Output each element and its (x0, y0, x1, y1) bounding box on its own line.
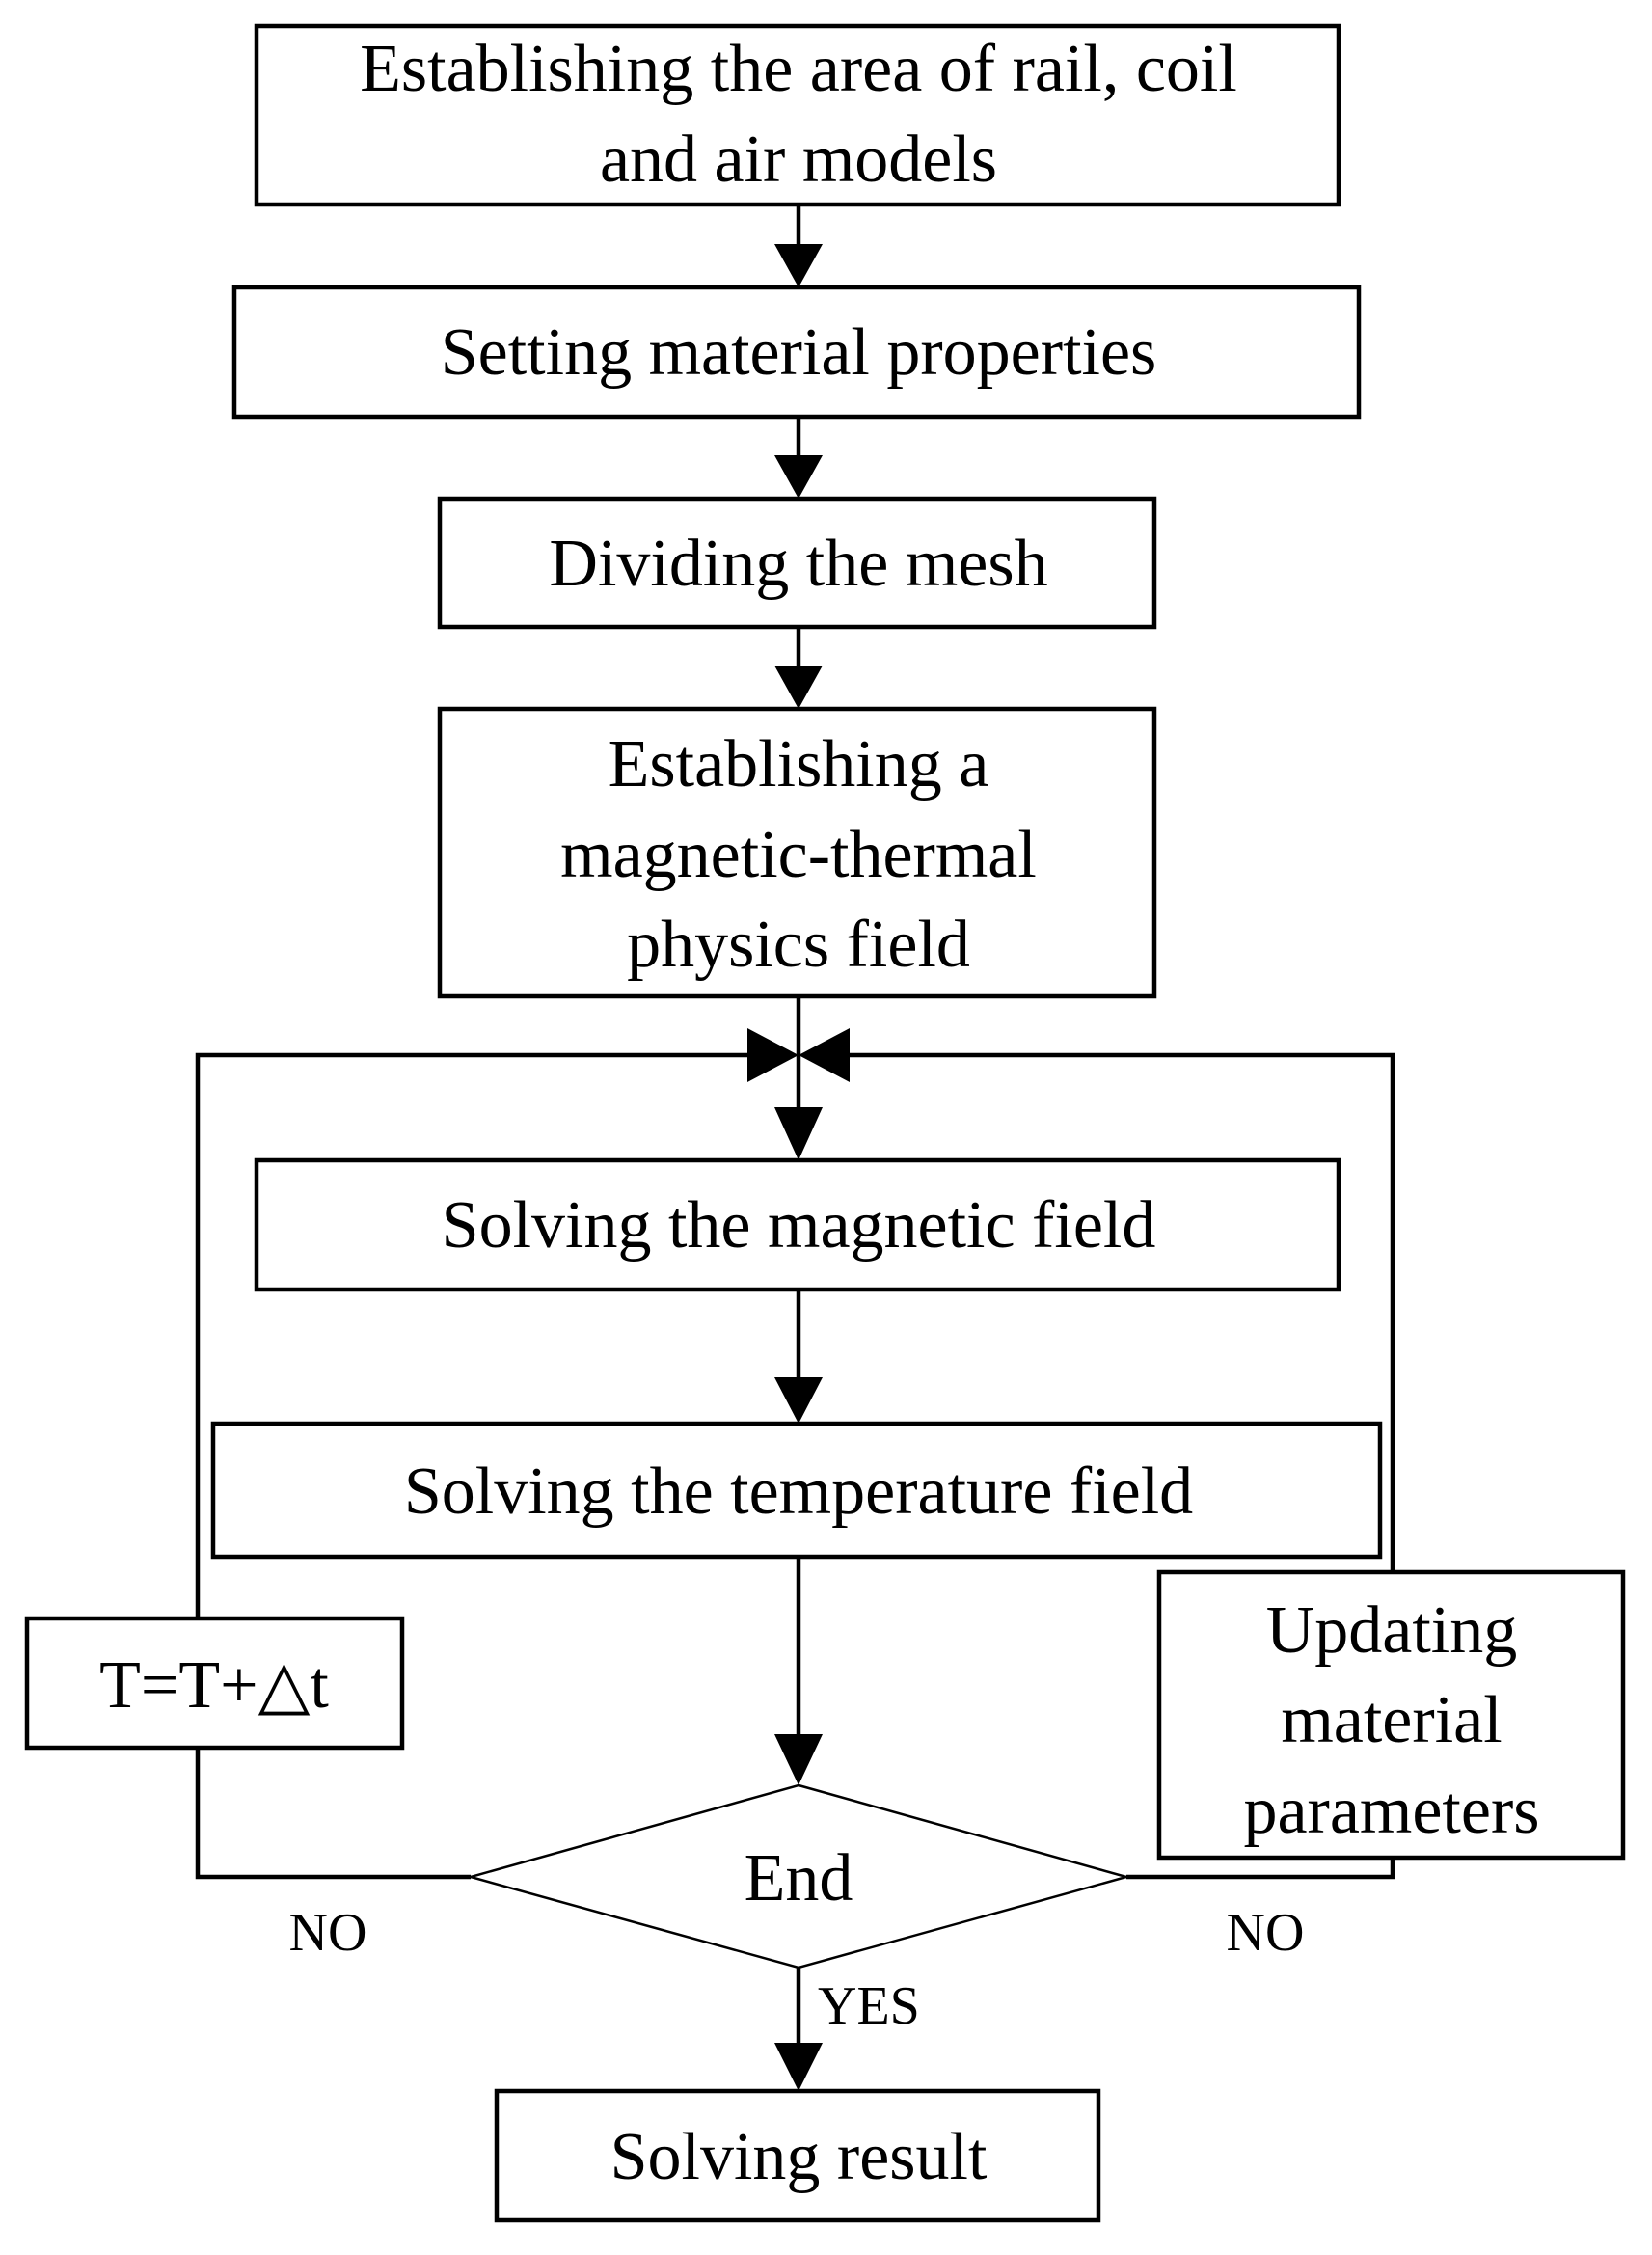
update-parameters-line-1: Updating (1266, 1593, 1518, 1668)
arrowhead-2 (774, 455, 823, 499)
update-parameters: Updating material parameters (1156, 1569, 1626, 1861)
update-parameters-box (1156, 1569, 1626, 1861)
decision-diamond (466, 1783, 1131, 1970)
step-physics-field-line-1: Establishing a (609, 727, 989, 801)
arrowheads (747, 244, 850, 2091)
time-increment-label: T=T+△t (99, 1648, 329, 1723)
time-increment-box (24, 1616, 405, 1751)
step-physics-field: Establishing a magnetic-thermal physics … (437, 706, 1157, 999)
decision-end: End (466, 1783, 1131, 1970)
step-physics-field-box (437, 706, 1157, 999)
left-loop-line (195, 1052, 747, 1880)
arrowhead-right-loop (799, 1028, 850, 1082)
step-solve-temperature: Solving the temperature field (210, 1421, 1383, 1560)
step-solve-temperature-label: Solving the temperature field (404, 1454, 1193, 1529)
step-dividing-mesh-label: Dividing the mesh (549, 527, 1047, 601)
step-establish-models: Establishing the area of rail, coil and … (254, 23, 1341, 207)
step-solve-temperature-box (210, 1421, 1383, 1560)
decision-label: End (745, 1841, 853, 1915)
arrowhead-5 (774, 1377, 823, 1424)
step-establish-models-line-1: Establishing the area of rail, coil (360, 32, 1237, 106)
yes-label: YES (818, 1976, 920, 2036)
update-parameters-line-3: parameters (1243, 1774, 1539, 1848)
arrowhead-6 (774, 1734, 823, 1785)
arrowhead-4 (774, 1107, 823, 1160)
arrowhead-left-loop (747, 1028, 799, 1082)
step-physics-field-line-3: physics field (627, 908, 970, 982)
step-material-properties-label: Setting material properties (441, 315, 1157, 390)
step-result: Solving result (494, 2088, 1101, 2223)
no-label-left: NO (289, 1903, 367, 1963)
step-dividing-mesh: Dividing the mesh (437, 496, 1157, 630)
step-result-label: Solving result (610, 2120, 988, 2194)
right-loop-line (850, 1052, 1395, 1880)
step-solve-magnetic: Solving the magnetic field (254, 1157, 1341, 1292)
step-material-properties-box (231, 285, 1362, 420)
step-solve-magnetic-label: Solving the magnetic field (442, 1188, 1156, 1263)
step-physics-field-line-2: magnetic-thermal (560, 818, 1037, 892)
time-increment: T=T+△t (24, 1616, 405, 1751)
step-establish-models-line-2: and air models (600, 122, 997, 197)
update-parameters-line-2: material (1281, 1683, 1502, 1757)
step-establish-models-box (254, 23, 1341, 207)
step-dividing-mesh-box (437, 496, 1157, 630)
step-material-properties: Setting material properties (231, 285, 1362, 420)
connectors (195, 204, 1395, 2045)
step-result-box (494, 2088, 1101, 2223)
no-label-right: NO (1227, 1903, 1305, 1963)
arrowhead-3 (774, 666, 823, 709)
arrowhead-7 (774, 2043, 823, 2091)
step-solve-magnetic-box (254, 1157, 1341, 1292)
arrowhead-1 (774, 244, 823, 287)
